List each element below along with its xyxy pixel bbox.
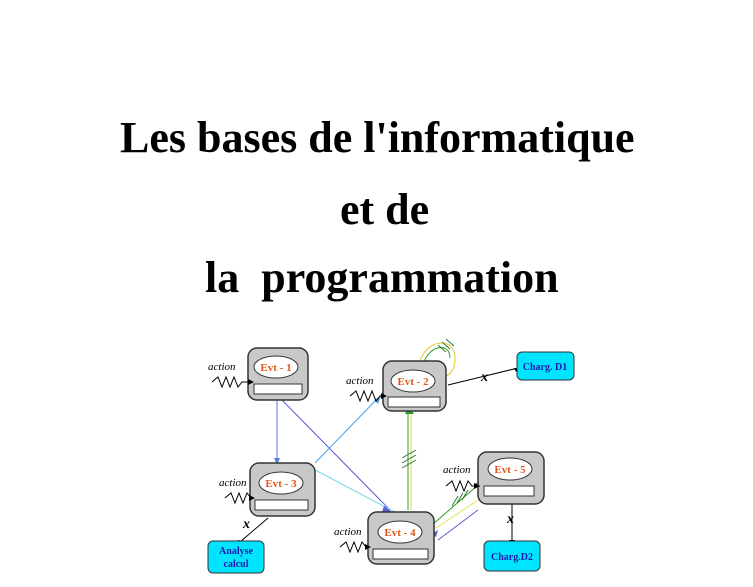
condition-label-evt2: x xyxy=(480,370,488,385)
action-zigzag-evt1 xyxy=(211,375,252,389)
action-label-evt4: action xyxy=(334,526,362,538)
arrowhead xyxy=(382,506,392,512)
event-label-evt2: Evt - 2 xyxy=(397,376,429,388)
arrowhead xyxy=(274,458,280,465)
title-line-2: et de xyxy=(340,185,430,234)
edge-evt2-chargd1 xyxy=(447,367,519,386)
event-node-evt5: Evt - 5 xyxy=(477,451,545,505)
condition-label-evt3: x xyxy=(242,517,250,532)
action-label-evt5: action xyxy=(443,464,471,476)
tick xyxy=(437,344,447,353)
arrowhead xyxy=(249,495,255,501)
event-node-evt2: Evt - 2 xyxy=(382,360,447,412)
edge-evt4-evt5-low xyxy=(437,509,479,541)
action-zigzag-evt2 xyxy=(349,389,385,403)
event-node-evt1: Evt - 1 xyxy=(247,347,309,401)
edge-evt3-analyse xyxy=(239,517,269,543)
action-label-evt2: action xyxy=(346,375,374,387)
edge-evt3-evt2 xyxy=(314,397,379,464)
output-label-calcul: calcul xyxy=(224,559,249,570)
edge-ticks xyxy=(401,338,469,507)
tick xyxy=(445,338,455,347)
tick xyxy=(451,495,459,507)
edge-evt1-evt4 xyxy=(279,397,391,511)
edge-evt3-evt4 xyxy=(314,469,396,513)
output-analyse-calcul: Analyse calcul xyxy=(207,540,265,574)
event-node-evt4: Evt - 4 xyxy=(367,511,435,565)
arrowhead xyxy=(374,396,381,404)
event-label-evt5: Evt - 5 xyxy=(494,464,526,476)
edge-evt2-loop-2 xyxy=(423,347,451,363)
tick xyxy=(441,341,451,350)
edge-evt4-evt5 xyxy=(431,484,479,526)
tick xyxy=(461,489,469,501)
arrowhead xyxy=(248,379,254,385)
output-label-charg-d1: Charg. D1 xyxy=(523,362,567,373)
event-label-evt3: Evt - 3 xyxy=(265,478,297,490)
arrowhead xyxy=(381,393,387,399)
event-node-evt3: Evt - 3 xyxy=(249,462,316,517)
tick xyxy=(401,454,417,464)
title-line-1: Les bases de l'informatique xyxy=(120,113,635,162)
event-label-evt1: Evt - 1 xyxy=(260,362,291,374)
arrowhead xyxy=(432,530,438,537)
action-arrowheads xyxy=(248,379,480,550)
tick xyxy=(456,492,464,504)
action-zigzag-evt5 xyxy=(445,479,480,493)
tick xyxy=(401,459,417,469)
arrowhead xyxy=(365,544,371,550)
edge-evt5-evt4 xyxy=(435,499,479,529)
condition-label-evt5: x xyxy=(506,512,514,527)
action-label-evt1: action xyxy=(208,361,236,373)
connections xyxy=(239,342,519,543)
output-charg-d1: Charg. D1 xyxy=(516,351,575,381)
output-label-charg-d2: Charg.D2 xyxy=(491,552,533,563)
edge-evt2-loop xyxy=(419,342,456,377)
output-label-analyse: Analyse xyxy=(219,546,253,557)
arrowhead xyxy=(474,483,480,489)
title-line-3: la programmation xyxy=(205,253,559,302)
tick xyxy=(401,449,417,459)
output-charg-d2: Charg.D2 xyxy=(483,540,541,572)
action-label-evt3: action xyxy=(219,477,247,489)
event-label-evt4: Evt - 4 xyxy=(384,527,416,539)
